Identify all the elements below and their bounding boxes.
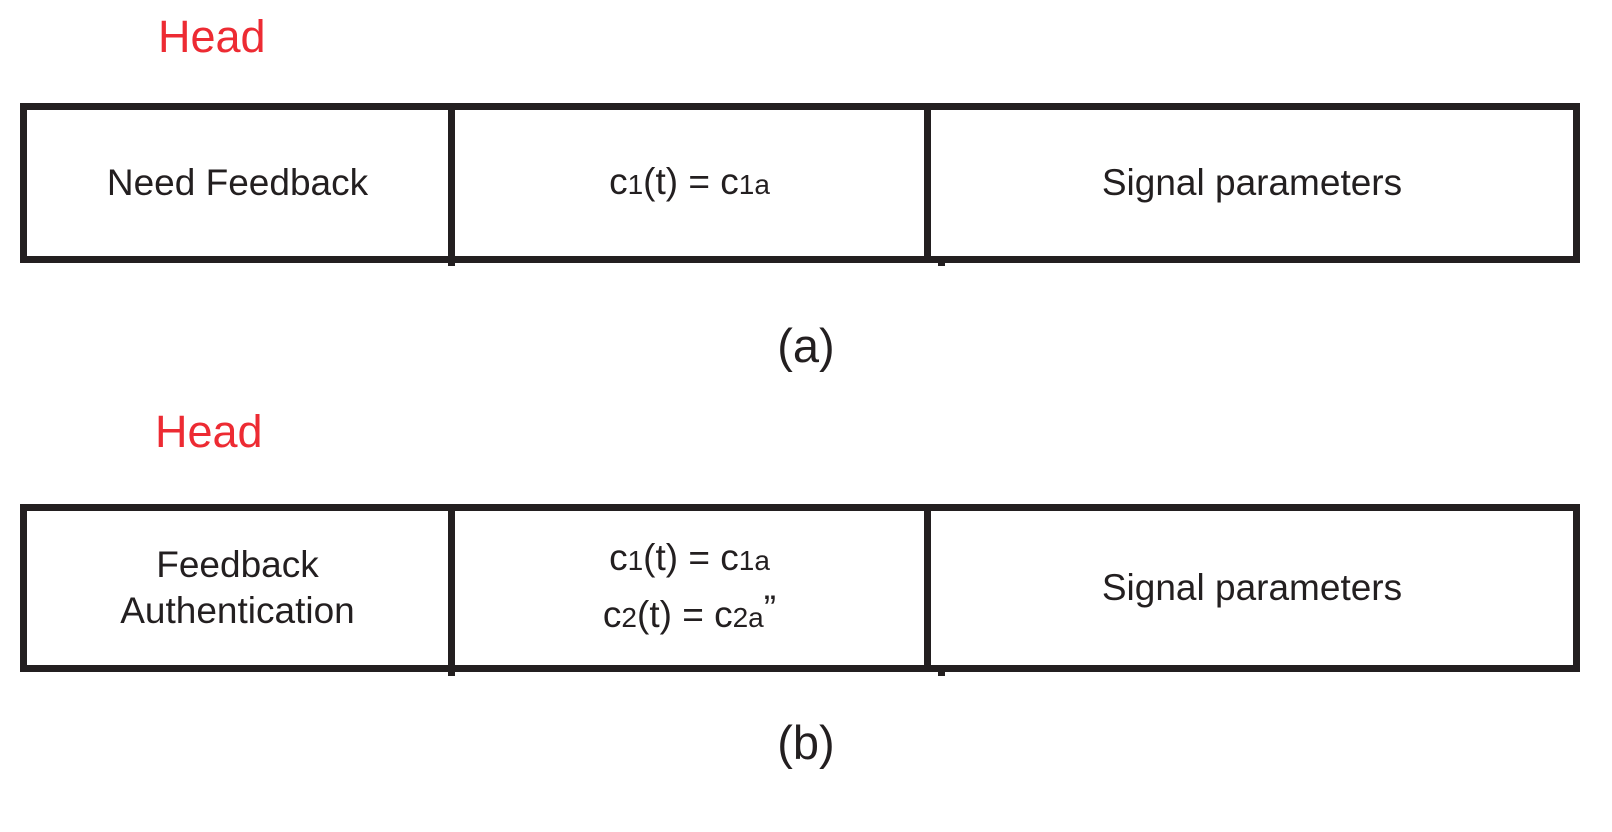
condition-cell-a: c1(t) = c1a	[448, 110, 931, 256]
packet-frame-b: Feedback Authentication c1(t) = c1a c2(t…	[20, 504, 1580, 676]
formula-base: c	[609, 160, 628, 202]
divider-overshoot-b-1	[448, 665, 455, 676]
formula-middle: (t) = c	[643, 537, 739, 578]
feedback-flag-text-a: Need Feedback	[106, 162, 369, 203]
condition-cell-b: c1(t) = c1a c2(t) = c2a”	[448, 511, 931, 665]
head-label-a: Head	[158, 11, 266, 62]
formula-subscript: 2	[621, 602, 637, 633]
formula-base: c	[609, 537, 628, 578]
caption-a: (a)	[777, 319, 835, 372]
condition-formula-a-line1: c1(t) = c1a	[609, 158, 770, 209]
formula-subscript-2: 1a	[738, 168, 770, 200]
head-label-b: Head	[155, 406, 263, 457]
packet-frame-a: Need Feedback c1(t) = c1a Signal paramet…	[20, 103, 1580, 266]
feedback-flag-text-b: Feedback Authentication	[120, 544, 355, 631]
formula-subscript-2: 1a	[738, 545, 770, 576]
formula-subscript: 1	[627, 545, 644, 576]
formula-prime: ”	[763, 588, 777, 629]
caption-b: (b)	[777, 716, 835, 769]
divider-overshoot-a-1	[448, 256, 455, 266]
feedback-flag-cell-b: Feedback Authentication	[27, 511, 448, 665]
condition-formula-b-line1: c1(t) = c1a	[609, 534, 770, 585]
payload-cell-b: Signal parameters	[931, 511, 1573, 665]
divider-overshoot-a-2	[938, 256, 945, 266]
formula-middle: (t) = c	[637, 594, 733, 635]
feedback-flag-cell-a: Need Feedback	[27, 110, 448, 256]
divider-overshoot-b-2	[938, 665, 945, 676]
formula-subscript-2: 2a	[732, 602, 764, 633]
formula-middle: (t) = c	[643, 160, 739, 202]
payload-text-a: Signal parameters	[1101, 162, 1403, 203]
formula-base: c	[602, 594, 622, 635]
payload-text-b: Signal parameters	[1101, 567, 1403, 608]
formula-subscript: 1	[627, 168, 644, 200]
condition-formula-b-line2: c2(t) = c2a”	[603, 585, 776, 642]
payload-cell-a: Signal parameters	[931, 110, 1573, 256]
